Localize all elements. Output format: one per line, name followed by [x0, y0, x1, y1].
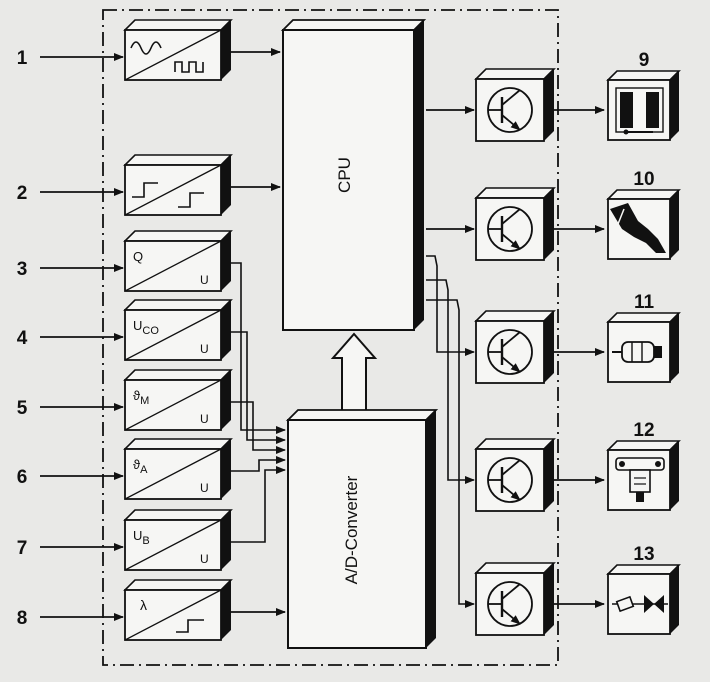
signal-converter-2 — [123, 154, 233, 216]
output-number: 11 — [634, 292, 655, 313]
actuator-12 — [606, 440, 681, 511]
output-stage-12 — [474, 438, 556, 512]
output-number: 10 — [633, 169, 654, 190]
square-wave-icon — [174, 61, 204, 73]
lambda-symbol: λ — [140, 597, 147, 613]
cpu-output-wire — [426, 255, 475, 356]
input-number: 1 — [17, 48, 28, 69]
input-number: 7 — [17, 538, 28, 559]
step-out-icon — [176, 619, 204, 633]
step-in-icon — [132, 182, 158, 198]
cpu-output-wire — [426, 279, 475, 484]
converter-input-symbol: Q — [133, 249, 143, 264]
wire-to-adc — [231, 262, 286, 434]
sine-wave-icon — [130, 41, 162, 55]
input-number: 4 — [17, 328, 28, 349]
output-stage-10 — [474, 187, 556, 261]
adc-block: A/D-Converter — [285, 409, 439, 649]
output-number: 9 — [639, 50, 650, 71]
wire-to-adc — [231, 331, 286, 444]
wire-to-adc — [231, 466, 286, 543]
signal-converter-8: λ — [123, 579, 233, 641]
cpu-label: CPU — [335, 157, 354, 193]
adc-label: A/D-Converter — [342, 475, 361, 584]
electric-fuel-pump-icon — [612, 341, 662, 363]
input-number: 3 — [17, 259, 28, 280]
signal-converter-1 — [123, 19, 233, 81]
cpu-output-wire — [426, 299, 475, 608]
actuator-9 — [606, 70, 681, 141]
output-stage-13 — [474, 562, 556, 636]
input-number: 6 — [17, 467, 28, 488]
actuator-13 — [606, 564, 681, 635]
injector-valve-icon — [610, 203, 666, 253]
input-number: 2 — [17, 183, 28, 204]
ignition-coil-icon — [615, 87, 664, 135]
wire-to-adc — [231, 401, 286, 454]
signal-converter-6: ϑAU — [123, 438, 233, 500]
input-number: 5 — [17, 398, 28, 419]
solenoid-valve-icon — [612, 595, 668, 613]
converter-output-symbol: U — [200, 273, 209, 287]
cpu-block: CPU — [280, 19, 427, 331]
converter-output-symbol: U — [200, 552, 209, 566]
signal-converter-5: ϑMU — [123, 369, 233, 431]
converter-output-symbol: U — [200, 342, 209, 356]
signal-converter-7: UBU — [123, 509, 233, 571]
input-number: 8 — [17, 608, 28, 629]
output-stage-9 — [474, 68, 556, 142]
step-out-icon — [178, 192, 204, 208]
converter-output-symbol: U — [200, 481, 209, 495]
data-bus-arrow — [330, 332, 378, 413]
signal-converter-3: QU — [123, 230, 233, 292]
actuator-10 — [606, 189, 681, 260]
output-number: 13 — [633, 544, 654, 565]
output-number: 12 — [633, 420, 654, 441]
wire-to-adc — [231, 456, 286, 472]
output-stage-11 — [474, 310, 556, 384]
converter-output-symbol: U — [200, 412, 209, 426]
idle-air-actuator-icon — [615, 457, 665, 502]
actuator-11 — [606, 312, 681, 383]
